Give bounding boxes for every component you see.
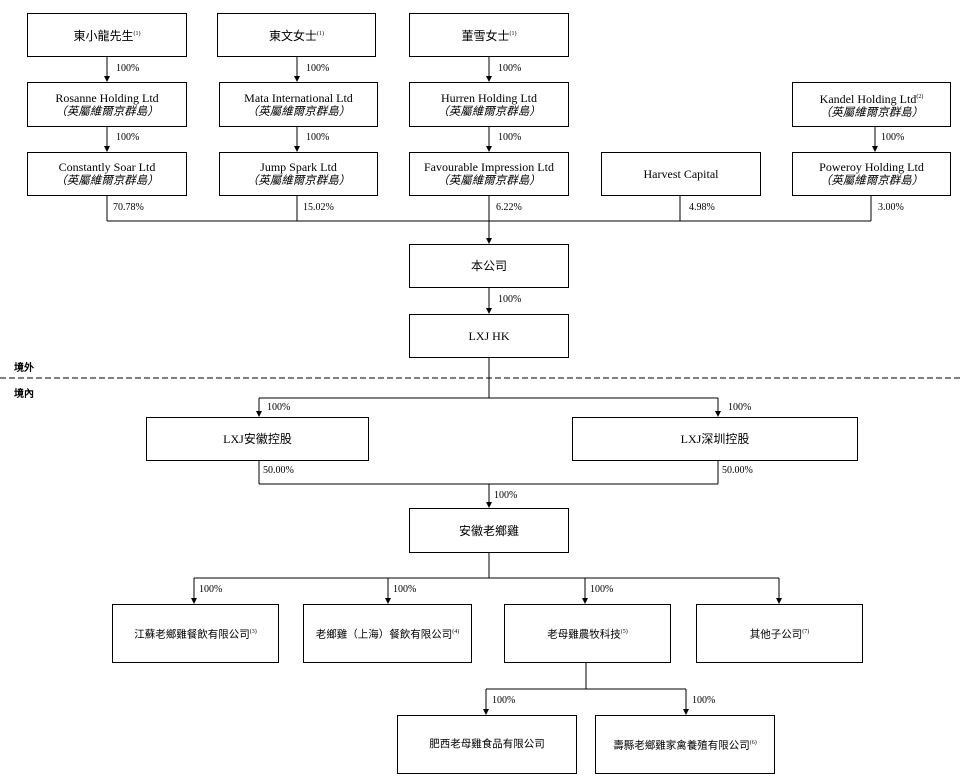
holdco-box: Kandel Holding Ltd(2) （英屬維爾京群島） (792, 82, 951, 127)
holdco-jurisdiction: （英屬維爾京群島） (437, 105, 541, 118)
subsidiary-name: 老母雞農牧科技 (547, 629, 621, 641)
holdco-jurisdiction: （英屬維爾京群島） (55, 105, 159, 118)
holdco-jurisdiction: （英屬維爾京群島） (246, 105, 351, 118)
note-marker: (1) (317, 31, 324, 37)
ownership-pct: 100% (116, 132, 140, 143)
shareholder-name: 董雪女士 (461, 29, 510, 43)
direct-holder-name: Harvest Capital (643, 167, 719, 181)
lxj-hk-name: LXJ HK (468, 329, 510, 343)
lxj-hk-box: LXJ HK (409, 314, 569, 358)
shareholder-box: 東小龍先生(1) (27, 13, 187, 57)
subsidiary-box: 老鄉雞（上海）餐飲有限公司(4) (303, 604, 472, 663)
company-box: 本公司 (409, 244, 569, 288)
ownership-pct: 100% (116, 63, 140, 74)
note-marker: (1) (133, 31, 141, 37)
ownership-pct: 100% (393, 584, 417, 595)
ownership-pct: 100% (881, 132, 905, 143)
company-name: 本公司 (470, 259, 507, 273)
grand-subsidiary-box: 肥西老母雞食品有限公司 (397, 715, 577, 774)
direct-holder-name: Poweroy Holding Ltd (819, 160, 924, 174)
holdco-name: Mata International Ltd (244, 90, 353, 105)
grand-subsidiary-name: 肥西老母雞食品有限公司 (429, 738, 545, 750)
ownership-pct: 50.00% (263, 465, 294, 476)
ownership-pct: 6.22% (496, 202, 522, 213)
subsidiary-name: 江蘇老鄉雞餐飲有限公司 (134, 629, 250, 641)
holdco-jurisdiction: （英屬維爾京群島） (819, 106, 924, 119)
lxj-anhui-name: LXJ安徽控股 (223, 432, 292, 446)
direct-holder-box: Favourable Impression Ltd （英屬維爾京群島） (409, 152, 569, 196)
note-marker: (1) (509, 31, 517, 37)
holdco-box: Mata International Ltd （英屬維爾京群島） (219, 82, 378, 127)
direct-holder-box: Jump Spark Ltd （英屬維爾京群島） (219, 152, 378, 196)
ownership-pct: 100% (498, 294, 522, 305)
direct-holder-jurisdiction: （英屬維爾京群島） (246, 175, 351, 187)
ownership-pct: 100% (498, 132, 522, 143)
note-marker: (4) (452, 628, 460, 635)
direct-holder-box: Poweroy Holding Ltd （英屬維爾京群島） (792, 152, 951, 196)
subsidiary-name: 老鄉雞（上海）餐飲有限公司 (315, 629, 453, 641)
holdco-name: Kandel Holding Ltd (819, 91, 917, 106)
ownership-pct: 100% (494, 490, 518, 501)
holdco-name: Hurren Holding Ltd (441, 90, 537, 105)
ownership-pct: 100% (199, 584, 223, 595)
grand-subsidiary-box: 壽縣老鄉雞家禽養殖有限公司(6) (595, 715, 775, 774)
anhui-lxj-box: 安徽老鄉雞 (409, 508, 569, 553)
ownership-pct: 100% (267, 402, 291, 413)
ownership-pct: 4.98% (689, 202, 715, 213)
direct-holder-box: Harvest Capital (601, 152, 761, 196)
note-marker: (5) (620, 628, 628, 635)
note-marker: (3) (249, 628, 257, 635)
holdco-box: Rosanne Holding Ltd （英屬維爾京群島） (27, 82, 187, 127)
holdco-box: Hurren Holding Ltd （英屬維爾京群島） (409, 82, 569, 127)
ownership-pct: 50.00% (722, 465, 753, 476)
subsidiary-box: 其他子公司(7) (696, 604, 863, 663)
shareholder-box: 東文女士(1) (217, 13, 376, 57)
holdco-name: Rosanne Holding Ltd (55, 90, 159, 105)
direct-holder-jurisdiction: （英屬維爾京群島） (437, 175, 541, 187)
subsidiary-name: 其他子公司 (749, 629, 803, 641)
direct-holder-jurisdiction: （英屬維爾京群島） (819, 175, 924, 187)
direct-holder-name: Constantly Soar Ltd (58, 160, 156, 174)
anhui-lxj-name: 安徽老鄉雞 (458, 523, 519, 538)
note-marker: (7) (802, 628, 810, 635)
note-marker: (6) (749, 739, 757, 746)
onshore-label: 境內 (14, 389, 34, 400)
subsidiary-box: 老母雞農牧科技(5) (504, 604, 671, 663)
shareholder-name: 東小龍先生 (73, 29, 134, 43)
shareholder-box: 董雪女士(1) (409, 13, 569, 57)
note-marker: (2) (916, 93, 924, 100)
ownership-pct: 100% (728, 402, 752, 413)
ownership-pct: 100% (692, 695, 716, 706)
direct-holder-jurisdiction: （英屬維爾京群島） (55, 175, 159, 187)
ownership-pct: 3.00% (878, 202, 904, 213)
lxj-shenzhen-box: LXJ深圳控股 (572, 417, 858, 461)
direct-holder-box: Constantly Soar Ltd （英屬維爾京群島） (27, 152, 187, 196)
ownership-pct: 100% (498, 63, 522, 74)
lxj-anhui-box: LXJ安徽控股 (146, 417, 369, 461)
offshore-label: 境外 (14, 363, 34, 374)
grand-subsidiary-name: 壽縣老鄉雞家禽養殖有限公司 (613, 740, 750, 752)
direct-holder-name: Favourable Impression Ltd (424, 160, 554, 174)
lxj-shenzhen-name: LXJ深圳控股 (680, 432, 750, 446)
direct-holder-name: Jump Spark Ltd (260, 160, 337, 174)
ownership-pct: 100% (306, 132, 330, 143)
ownership-pct: 15.02% (303, 202, 334, 213)
ownership-pct: 100% (306, 63, 330, 74)
ownership-pct: 70.78% (113, 202, 144, 213)
subsidiary-box: 江蘇老鄉雞餐飲有限公司(3) (112, 604, 279, 663)
shareholder-name: 東文女士 (268, 29, 317, 43)
ownership-pct: 100% (492, 695, 516, 706)
ownership-pct: 100% (590, 584, 614, 595)
